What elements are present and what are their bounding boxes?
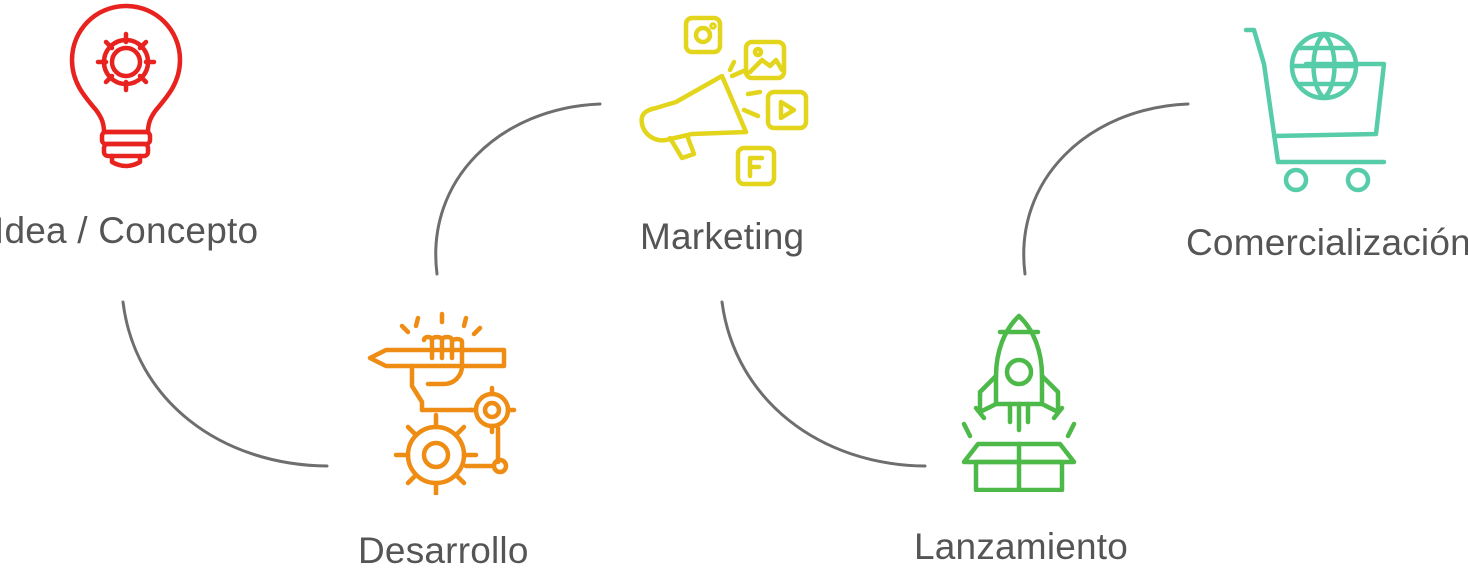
connector-desarrollo-marketing [434,102,602,276]
step-label-idea: Idea / Concepto [0,210,259,251]
step-label-lanzamiento: Lanzamiento [914,526,1129,567]
step-label-comercializacion: Comercialización [1186,222,1468,263]
connector-marketing-lanzamiento [720,300,927,468]
megaphone-social-icon [639,15,809,187]
hand-pencil-gears-icon [367,311,517,495]
rocket-box-icon [961,313,1077,492]
lightbulb-gear-icon [69,3,183,169]
connector-lanzamiento-comercializacion [1022,102,1190,276]
step-label-desarrollo: Desarrollo [358,530,529,571]
connector-idea-desarrollo [121,300,329,468]
step-label-marketing: Marketing [640,216,805,257]
globe-cart-icon [1243,27,1387,193]
